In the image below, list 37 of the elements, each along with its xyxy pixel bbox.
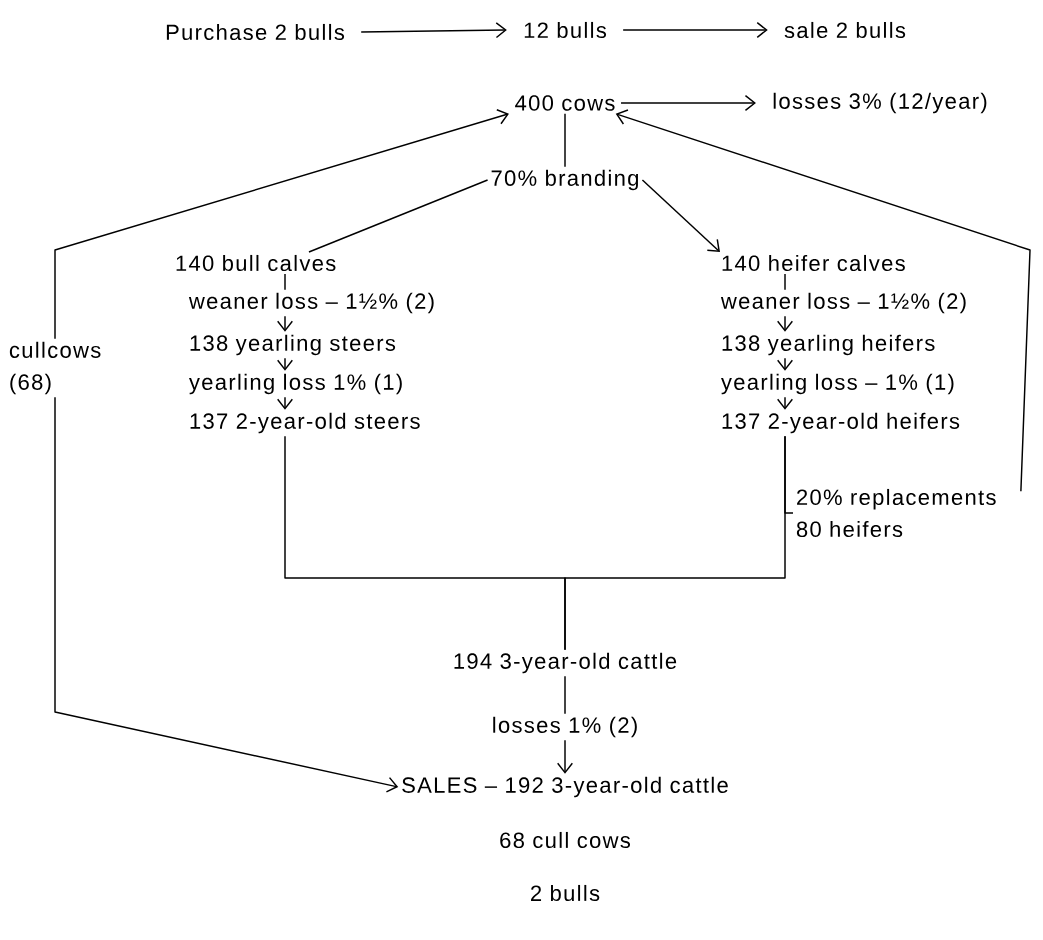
stage-text: 12 bulls [524,21,607,39]
stage-text: 137 2-year-old steers [190,412,420,434]
stage-text: yearling loss – 1% (1) [721,373,954,395]
connector-line [284,273,286,291]
arrow [54,396,399,793]
arrow [54,109,509,340]
arrow [622,21,768,39]
stage-text: sale 2 bulls [784,21,906,39]
stage-text: 138 yearling steers [190,334,396,356]
connector-line [564,675,566,715]
arrow [360,22,507,39]
arrow [556,739,574,774]
arrow [620,94,756,112]
stage-text: 137 2-year-old heifers [722,412,960,434]
stage-text: 400 cows [515,95,615,111]
stage-text: Purchase 2 bulls [166,23,345,41]
stage-text: losses 1% (2) [493,716,637,738]
stage-text: SALES – 192 3-year-old cattle [402,776,728,798]
stage-text: cullcows (68) [9,341,101,395]
stage-text: weaner loss – 1½% (2) [188,292,434,314]
stage-text: 140 bull calves [176,254,336,272]
stage-text: 194 3-year-old cattle [454,652,677,674]
stage-text: 138 yearling heifers [722,334,935,356]
connector-line [784,435,794,514]
arrow [641,179,720,252]
stage-text: 20% replacements 80 heifers [796,488,996,538]
stage-text: losses 3% (12/year) [773,92,987,114]
stage-text: 70% branding [491,169,638,191]
connector-line [564,113,566,168]
stage-text: 2 bulls [531,884,600,902]
stage-text: yearling loss 1% (1) [189,373,402,395]
stage-text: 68 cull cows [500,831,630,849]
stage-text: weaner loss – 1½% (2) [720,292,966,314]
arrow [615,109,1031,493]
stage-text: 140 heifer calves [722,254,905,272]
connector-line [784,273,786,291]
connector-line [308,179,489,253]
